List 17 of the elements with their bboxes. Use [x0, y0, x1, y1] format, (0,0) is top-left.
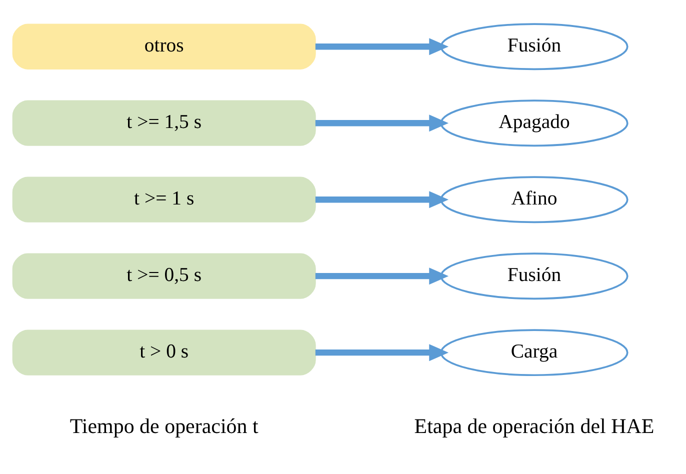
label: Tiempo de operación t: [70, 414, 258, 438]
node-ellipse: Apagado: [440, 100, 628, 147]
node-box: t >= 0,5 s: [12, 253, 316, 299]
node-box: otros: [12, 24, 316, 70]
node-ellipse: Fusión: [440, 23, 628, 70]
arrow: [315, 114, 449, 132]
arrow: [315, 344, 449, 362]
node-box: t >= 1 s: [12, 176, 316, 222]
node-box: t > 0 s: [12, 330, 316, 376]
arrow: [315, 191, 449, 208]
node-ellipse: Afino: [440, 176, 628, 224]
arrow: [315, 38, 449, 56]
arrow: [315, 268, 449, 285]
node-ellipse: Carga: [440, 329, 628, 376]
label: Etapa de operación del HAE: [414, 414, 654, 438]
node-box: t >= 1,5 s: [12, 100, 316, 146]
node-ellipse: Fusión: [440, 252, 628, 300]
